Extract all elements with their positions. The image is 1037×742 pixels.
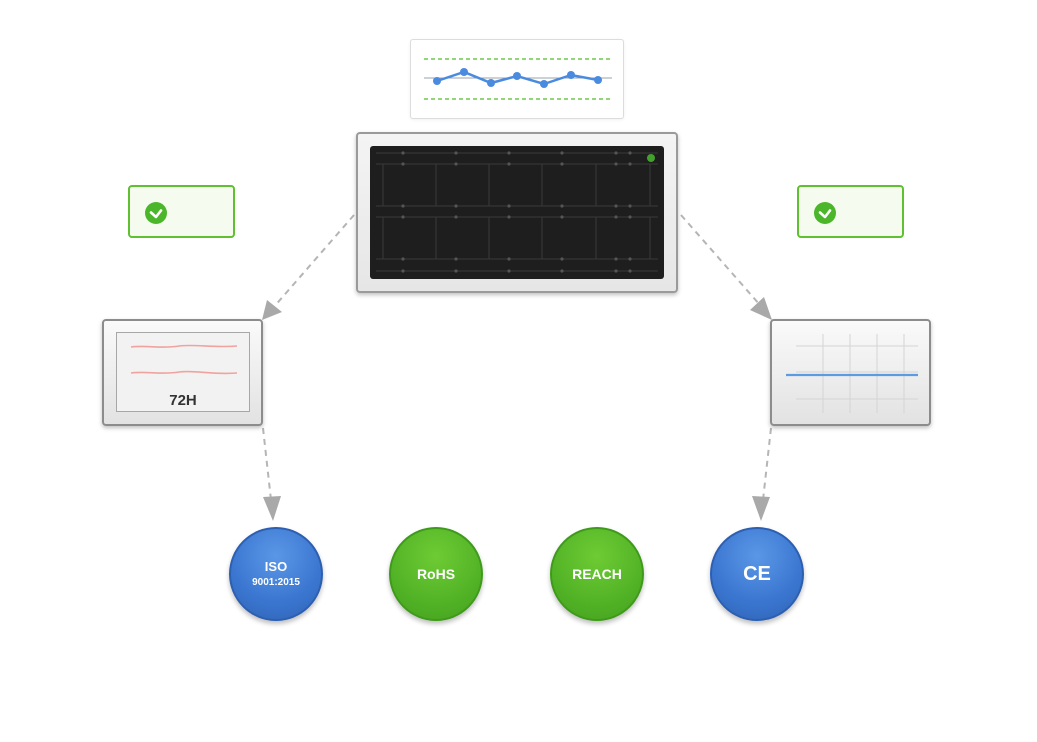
arrow-panel-to-right-device bbox=[680, 214, 768, 314]
thermal-test-device: 72H bbox=[102, 319, 263, 426]
test-grid-icon bbox=[784, 332, 920, 413]
line-chart-icon bbox=[424, 58, 612, 100]
solar-panel bbox=[356, 132, 678, 293]
rohs-badge: RoHS bbox=[389, 527, 483, 621]
arrow-panel-to-left-device bbox=[265, 214, 355, 317]
monitor-chart-card bbox=[410, 39, 624, 119]
arrowhead-iso bbox=[263, 496, 281, 521]
load-test-device bbox=[770, 319, 931, 426]
test-duration-label: 72H bbox=[169, 392, 197, 409]
solar-panel-cells bbox=[370, 146, 664, 279]
check-badge-right bbox=[797, 185, 904, 238]
iso-9001-badge: ISO 9001:2015 bbox=[229, 527, 323, 621]
arrowhead-left-device bbox=[262, 300, 282, 320]
arrow-right-device-to-ce bbox=[762, 427, 772, 501]
ce-badge-label: CE bbox=[743, 562, 771, 585]
arrowhead-ce bbox=[752, 496, 770, 521]
check-circle-icon bbox=[145, 202, 167, 224]
thermal-chamber-icon: 72H bbox=[116, 332, 250, 412]
iso-badge-title: ISO bbox=[264, 558, 288, 574]
arrowhead-right-device bbox=[750, 297, 772, 320]
check-badge-left bbox=[128, 185, 235, 238]
rohs-badge-label: RoHS bbox=[416, 566, 456, 582]
check-circle-icon bbox=[814, 202, 836, 224]
solar-panel-icon bbox=[376, 151, 658, 273]
iso-badge-standard: 9001:2015 bbox=[252, 576, 300, 588]
ce-badge: CE bbox=[710, 527, 804, 621]
status-indicator-led bbox=[647, 154, 655, 162]
reach-badge-label: REACH bbox=[572, 566, 622, 582]
arrow-left-device-to-iso bbox=[262, 427, 272, 501]
reach-badge: REACH bbox=[550, 527, 644, 621]
